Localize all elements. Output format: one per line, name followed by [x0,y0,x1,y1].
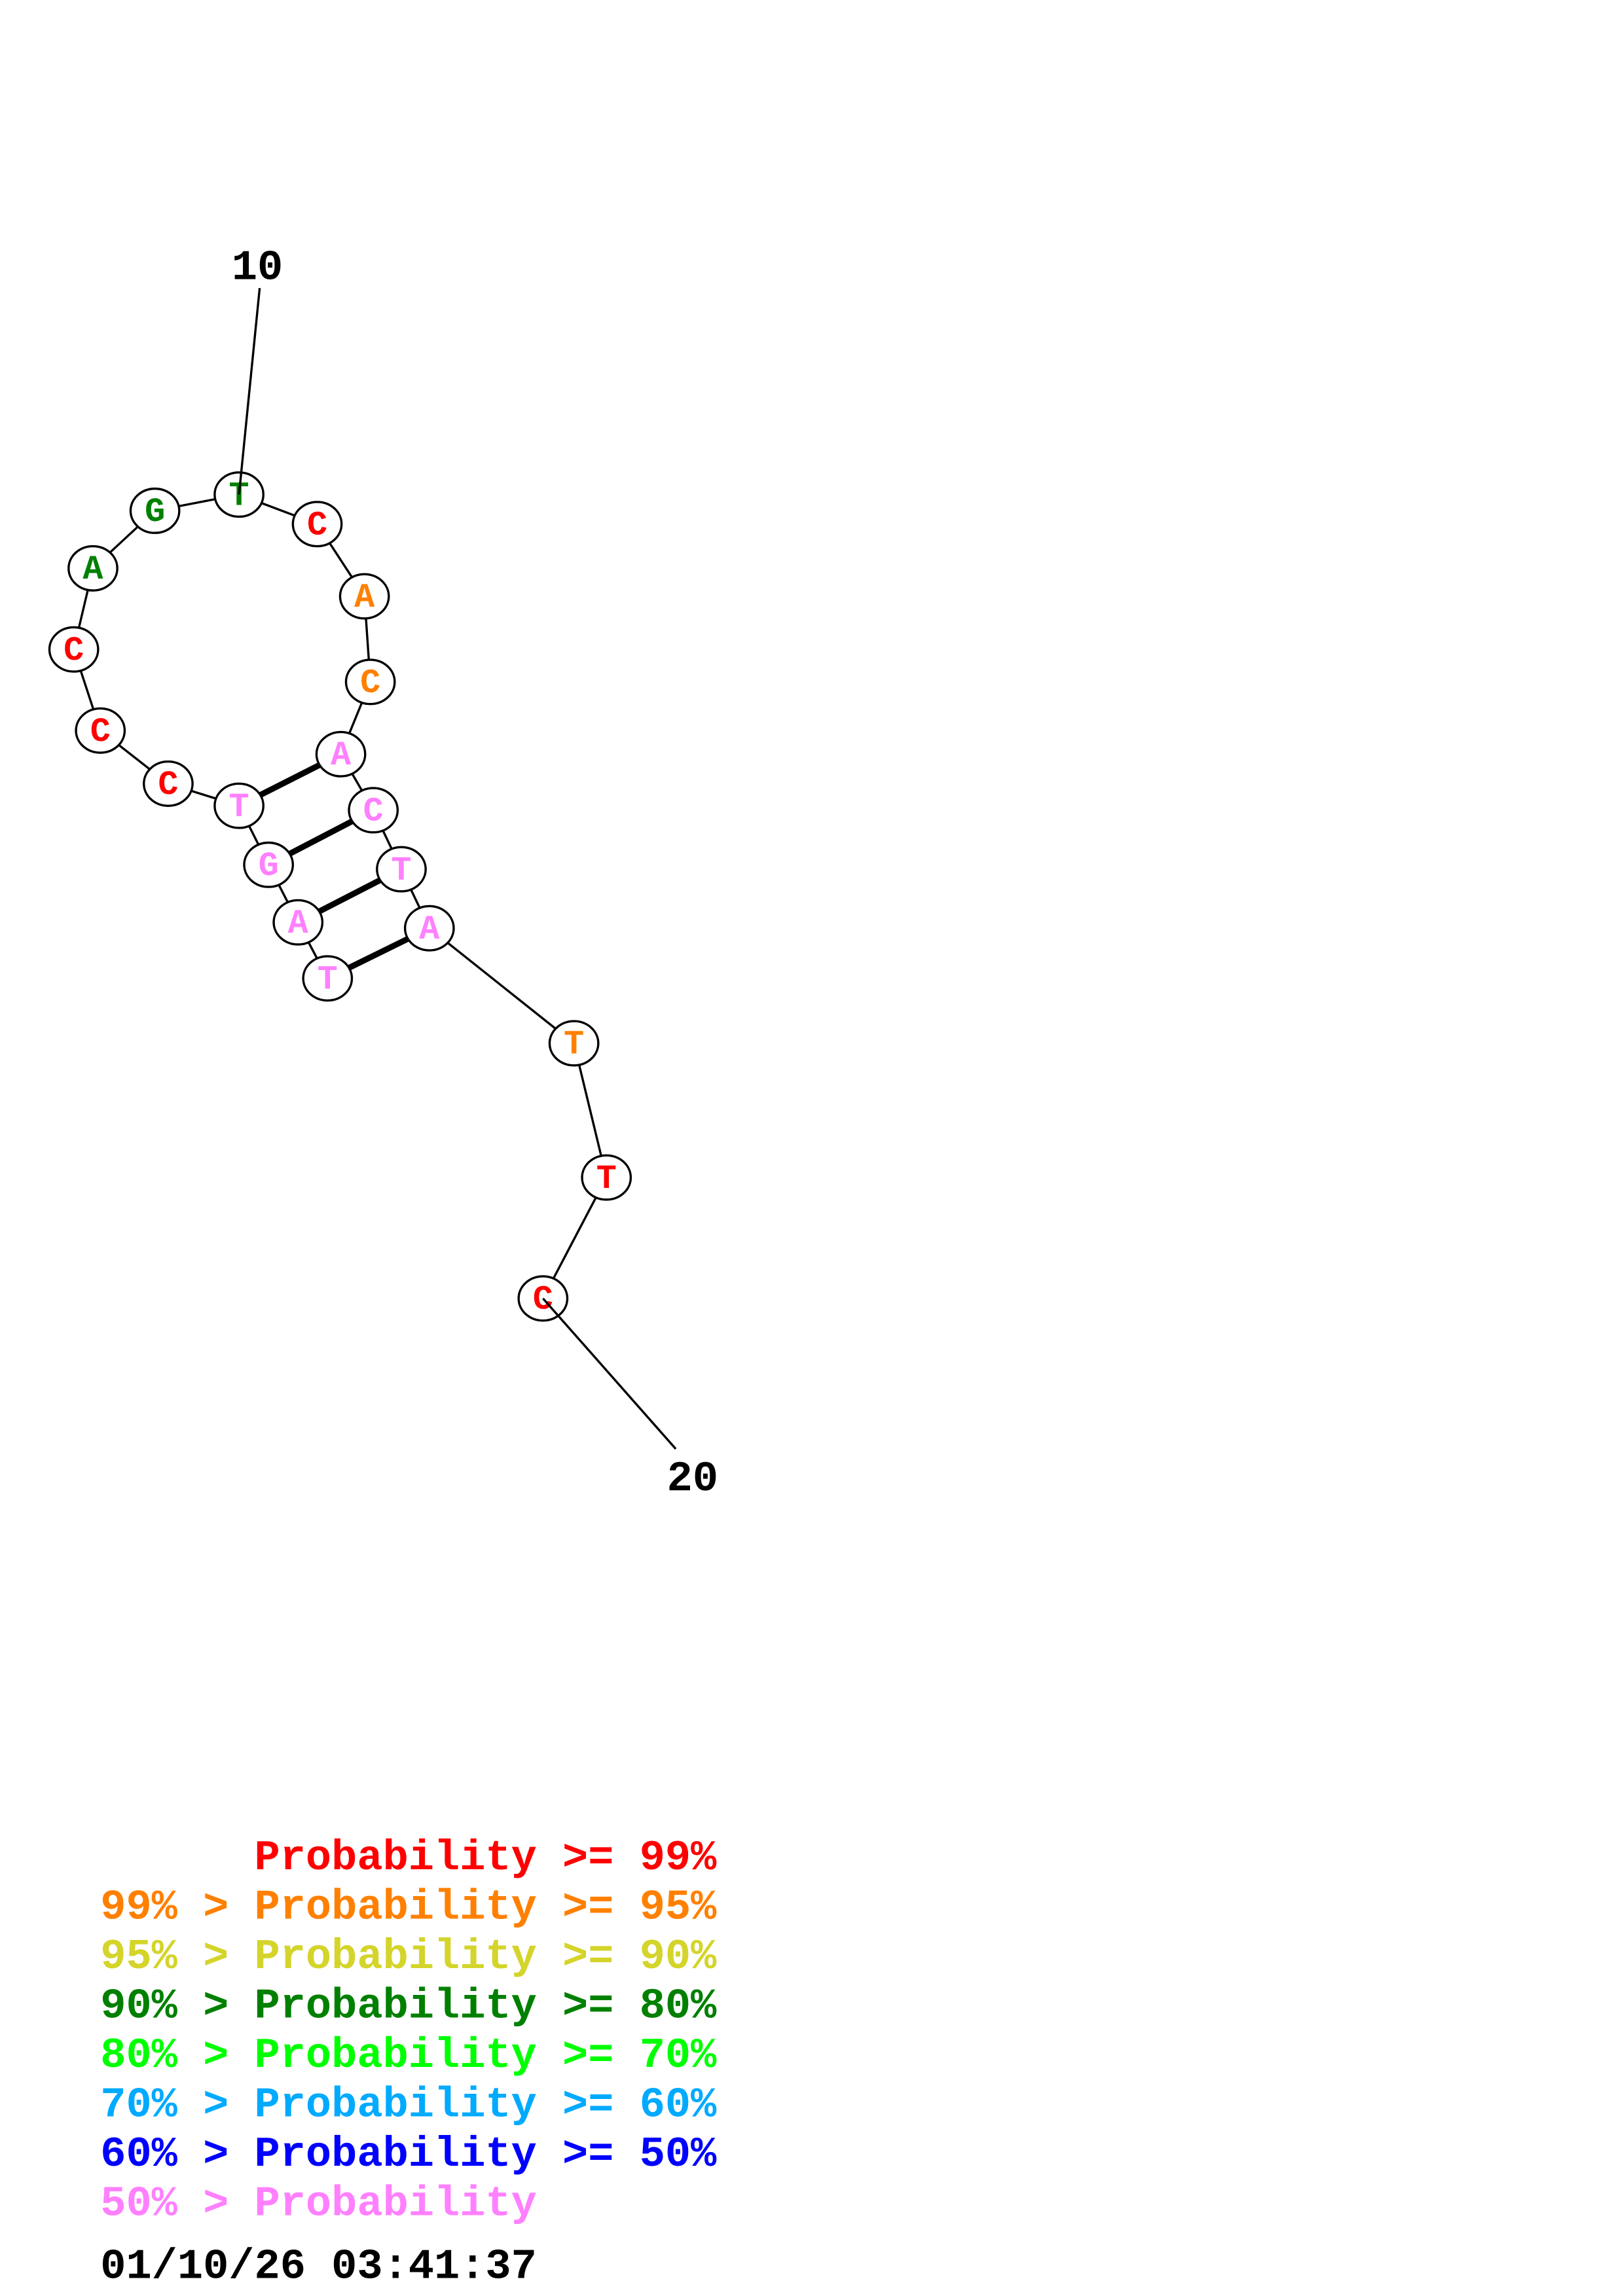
nucleotide-circle [581,1154,632,1201]
nucleotide-letter: G [145,493,165,531]
timestamp: 01/10/26 03:41:37 [100,2242,537,2291]
legend-line-p60: 70% > Probability >= 60% [100,2081,717,2130]
nucleotide-letter: T [596,1160,617,1198]
nucleotide-circle [302,955,354,1002]
nucleotide-letter: C [158,766,178,804]
nucleotide-6: C [75,707,126,754]
legend-line-p70: 80% > Probability >= 70% [100,2032,717,2080]
nucleotide-circle [315,730,367,778]
nucleotide-7: C [48,626,100,673]
nucleotide-letter: C [90,713,111,751]
legend-line-p50: 60% > Probability >= 50% [100,2130,717,2179]
nucleotide-circle [348,787,399,834]
probability-legend: Probability >= 99%99% > Probability >= 9… [100,1834,717,2228]
nucleotide-circle [129,487,181,534]
position-label-10: 10 [232,244,283,293]
nucleotide-18: T [548,1020,600,1067]
nucleotide-circle [213,782,264,829]
nucleotide-circle [291,501,343,548]
nucleotide-letter: T [229,788,249,827]
nucleotide-12: A [338,573,390,620]
nucleotide-circle [344,658,396,706]
nucleotide-letter: C [360,664,380,703]
nucleotide-letter: T [318,961,338,999]
label-20-tick [542,1297,677,1450]
nucleotide-13: C [344,658,396,706]
nucleotide-letter: G [259,847,279,886]
nucleotide-1: T [302,955,354,1002]
nucleotide-4: T [213,782,264,829]
nucleotide-letter: A [82,550,103,589]
nucleotide-circle [48,626,100,673]
backbone-segment [428,927,575,1045]
nucleotide-letter: C [307,506,327,545]
nucleotide-letter: T [229,476,249,515]
nucleotide-circle [143,760,194,807]
backbone-lines [73,493,608,1299]
nucleotide-letter: A [419,910,440,949]
nucleotide-circle [272,899,324,946]
legend-line-p99: Probability >= 99% [100,1834,717,1882]
nucleotide-circle [338,573,390,620]
legend-line-plow: 50% > Probability [100,2180,537,2229]
position-labels: 10 20 [232,244,718,1503]
legend-line-p95: 99% > Probability >= 95% [100,1884,717,1932]
nucleotide-2: A [272,899,324,946]
nucleotide-letter: T [564,1026,584,1064]
position-label-20: 20 [667,1455,718,1503]
nucleotide-letter: A [331,736,352,775]
nucleotide-circle [67,545,119,592]
nucleotide-8: A [67,545,119,592]
legend-line-p80: 90% > Probability >= 80% [100,1982,717,2031]
nucleotide-17: A [403,905,455,952]
nucleotide-letter: A [354,579,375,617]
nucleotide-circle [403,905,455,952]
nucleotide-5: C [143,760,194,807]
nucleotide-14: A [315,730,367,778]
legend-line-p90: 95% > Probability >= 90% [100,1933,717,1981]
nucleotide-16: T [376,846,427,893]
nucleotide-letter: T [391,852,411,890]
nucleotide-letter: C [363,793,384,831]
nucleotide-circle [376,846,427,893]
nucleotide-9: G [129,487,181,534]
nucleotide-circle [548,1020,600,1067]
nucleotide-letter: C [64,632,84,670]
nucleotide-circle [75,707,126,754]
nucleotide-11: C [291,501,343,548]
nucleotide-19: T [581,1154,632,1201]
nucleotide-15: C [348,787,399,834]
nucleotide-3: G [243,841,295,888]
label-10-tick [238,287,261,495]
nucleotide-letter: A [288,905,309,943]
nucleotide-circle [243,841,295,888]
